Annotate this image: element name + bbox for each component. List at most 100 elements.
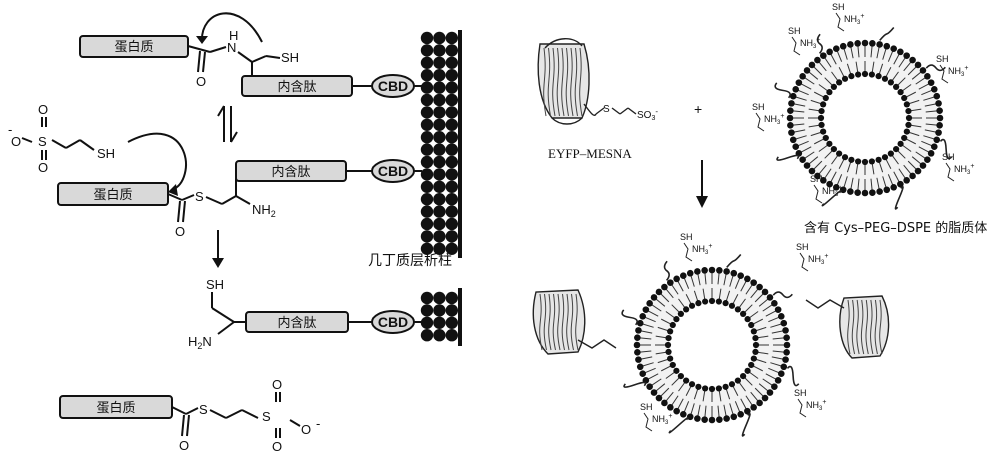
barrel-strand	[879, 299, 883, 355]
mesna-reagent	[21, 117, 187, 196]
cys-nh3-label: NH3+	[844, 13, 864, 26]
lipid-head	[669, 361, 676, 369]
lipid-head	[730, 269, 738, 277]
lipid-head	[817, 114, 825, 122]
lipid-head	[737, 272, 745, 280]
lipid-head	[650, 294, 658, 301]
lipid-head	[701, 416, 708, 423]
chitin-bead	[445, 242, 458, 255]
lipid-head	[936, 107, 943, 114]
cys-sh-label: SH	[794, 388, 807, 398]
peg-chain	[772, 291, 793, 299]
lipid-head	[667, 279, 674, 286]
cys-nh3-label: NH3+	[806, 399, 826, 412]
cys-nh3-label: NH3+	[822, 185, 842, 198]
lipid-head	[876, 188, 883, 195]
peg-chain	[821, 189, 842, 207]
down-arrow-right	[696, 160, 708, 208]
cys-sh-label: SH	[942, 152, 955, 162]
lipid-head	[901, 134, 908, 142]
lipid-head	[799, 73, 806, 80]
lipid-head	[822, 134, 829, 142]
atom-SH-3: SH	[206, 277, 224, 292]
chitin-bead	[445, 118, 458, 131]
lipid-head	[780, 363, 788, 371]
lipid-head	[756, 399, 763, 407]
lipid-head	[783, 349, 790, 356]
lipid-head	[788, 129, 795, 136]
lipid-head	[847, 188, 854, 195]
lipid-head	[924, 156, 931, 163]
barrel-strand	[865, 299, 869, 355]
lipid-head	[636, 363, 644, 371]
intein-label-2: 内含肽	[271, 164, 310, 180]
lipid-head	[869, 40, 876, 47]
lipid-head	[783, 341, 791, 349]
lipid-head	[887, 150, 894, 157]
lipid-head	[826, 140, 833, 147]
chitin-bead	[420, 230, 434, 243]
chitin-bead	[445, 291, 458, 305]
lipid-head	[803, 162, 811, 169]
lipid-head	[734, 306, 741, 313]
chitin-bead	[420, 56, 434, 69]
lipid-head	[728, 302, 736, 309]
chitin-bead	[445, 304, 458, 317]
lipid-head	[909, 172, 916, 180]
liposome-core	[819, 72, 911, 164]
lipid-head	[683, 377, 690, 384]
atom-O-1: O	[196, 74, 206, 89]
peg-chain	[939, 138, 953, 160]
barrel-strand	[579, 47, 583, 117]
mesna-O-left: O	[11, 134, 21, 149]
lipid-head	[722, 300, 729, 307]
lipid-head	[936, 122, 943, 129]
lipid-head	[694, 268, 701, 275]
chitin-column	[420, 30, 462, 346]
chitin-bead	[420, 106, 434, 119]
lipid-head	[679, 410, 687, 418]
chitin-bead	[420, 180, 434, 193]
lipid-head	[708, 385, 716, 393]
mesna-O-top: O	[38, 102, 48, 117]
chitin-bead	[433, 168, 446, 181]
lipid-head	[901, 94, 908, 102]
barrel-strand	[561, 293, 565, 351]
lipid-head	[715, 385, 722, 392]
chitin-bead	[433, 329, 446, 342]
atom-O-5: O	[272, 377, 282, 392]
lipid-head	[903, 177, 910, 184]
peg-chain	[726, 253, 742, 268]
lipid-head	[935, 100, 942, 107]
peg-chain	[623, 381, 647, 388]
lipid-head	[750, 279, 757, 286]
lipid-head	[633, 341, 641, 349]
peg-chain	[816, 33, 823, 54]
chitin-bead	[420, 81, 434, 94]
chitin-bead	[445, 81, 458, 94]
lipid-head	[686, 413, 694, 421]
eyfp-name: EYFP–MESNA	[548, 146, 632, 161]
chitin-bead	[420, 31, 434, 45]
lipid-head	[820, 128, 827, 135]
step1-structure	[79, 12, 422, 98]
lipid-head	[787, 107, 794, 114]
lipid-head	[818, 108, 825, 115]
lipid-head	[667, 404, 674, 411]
atom-S-5: S	[262, 409, 271, 424]
lipid-head	[868, 71, 875, 78]
cys-nh3-label: NH3+	[954, 163, 974, 176]
liposome-caption: 含有 Cys–PEG–DSPE 的脂质体	[804, 220, 987, 236]
peg-chain	[774, 82, 791, 99]
chitin-bead	[445, 329, 458, 342]
atom-NH2-2: NH2	[252, 202, 276, 219]
cys-sh-label: SH	[832, 2, 845, 12]
chitin-bead	[420, 217, 434, 231]
lipid-head	[774, 377, 782, 384]
chitin-bead	[433, 93, 446, 107]
lipid-head	[683, 306, 690, 313]
right-scheme: S SO3- EYFP–MESNA + SHNH3+SHNH3+SHNH3+SH…	[532, 2, 987, 437]
barrel-strand	[566, 293, 570, 351]
lipid-head	[893, 146, 900, 153]
lipid-head	[636, 319, 644, 327]
